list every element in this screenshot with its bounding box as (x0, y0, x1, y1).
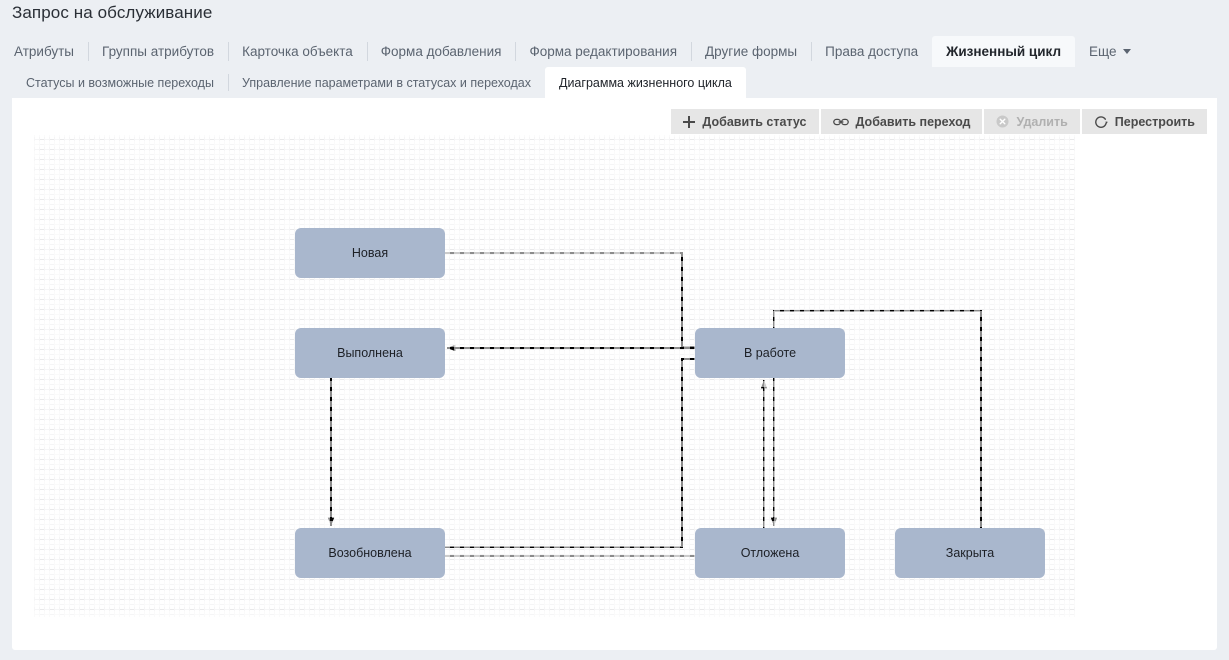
edge-resumed-to-inwork (445, 355, 714, 548)
tab-atributy[interactable]: Атрибуты (0, 36, 88, 67)
tab-more[interactable]: Еще (1075, 36, 1144, 67)
subtab-statusy-i-perehody[interactable]: Статусы и возможные переходы (12, 67, 228, 98)
diagram-node-inwork[interactable]: В работе (695, 328, 845, 378)
node-label: Отложена (740, 546, 800, 560)
page-title: Запрос на обслуживание (12, 3, 213, 22)
diagram-node-new[interactable]: Новая (295, 228, 445, 278)
subtab-label: Управление параметрами в статусах и пере… (241, 75, 531, 90)
node-label: Выполнена (337, 346, 403, 360)
tab-label: Группы атрибутов (102, 44, 215, 59)
tab-label: Карточка объекта (242, 44, 353, 59)
tab-forma-dobavleniya[interactable]: Форма добавления (366, 36, 516, 67)
add-status-button[interactable]: Добавить статус (671, 109, 821, 134)
link-icon (832, 116, 849, 128)
refresh-icon (1094, 115, 1108, 129)
node-label: Закрыта (945, 546, 995, 560)
secondary-tab-bar: Статусы и возможные переходы Управление … (12, 67, 1217, 98)
delete-button[interactable]: Удалить (984, 109, 1082, 134)
tab-prava-dostupa[interactable]: Права доступа (811, 36, 932, 67)
subtab-upravlenie-parametrami[interactable]: Управление параметрами в статусах и пере… (227, 67, 545, 98)
add-status-label: Добавить статус (702, 114, 807, 129)
tab-kartochka-obekta[interactable]: Карточка объекта (228, 36, 367, 67)
tab-drugie-formy[interactable]: Другие формы (691, 36, 811, 67)
tab-label: Форма редактирования (529, 44, 678, 59)
edge-new-to-inwork (445, 252, 714, 351)
delete-label: Удалить (1016, 114, 1068, 129)
diagram-toolbar: Добавить статус Добавить переход (671, 109, 1207, 134)
node-label: Новая (351, 246, 389, 260)
tab-gruppy-atributov[interactable]: Группы атрибутов (88, 36, 228, 67)
tab-zhiznennyy-tsikl[interactable]: Жизненный цикл (932, 36, 1076, 67)
subtab-label: Статусы и возможные переходы (26, 75, 214, 90)
diagram-node-postponed[interactable]: Отложена (695, 528, 845, 578)
add-transition-label: Добавить переход (855, 114, 971, 129)
tab-label: Атрибуты (14, 44, 75, 59)
tab-forma-redaktirovaniya[interactable]: Форма редактирования (515, 36, 691, 67)
lifecycle-diagram-canvas[interactable]: Новая Выполнена В работе Возобновлена От… (34, 135, 1075, 617)
tab-label: Права доступа (825, 44, 919, 59)
node-label: В работе (743, 346, 797, 360)
add-transition-button[interactable]: Добавить переход (820, 109, 985, 134)
diagram-node-resumed[interactable]: Возобновлена (295, 528, 445, 578)
tab-label: Другие формы (705, 44, 798, 59)
subtab-label: Диаграмма жизненного цикла (558, 75, 732, 90)
tab-label: Форма добавления (380, 44, 502, 59)
tab-label: Жизненный цикл (946, 44, 1062, 59)
primary-tab-bar: Атрибуты Группы атрибутов Карточка объек… (0, 36, 1229, 67)
delete-icon (996, 115, 1009, 128)
rebuild-label: Перестроить (1114, 114, 1195, 129)
content-card: Статусы и возможные переходы Управление … (12, 67, 1217, 650)
diagram-node-done[interactable]: Выполнена (295, 328, 445, 378)
plus-icon (683, 115, 696, 128)
rebuild-button[interactable]: Перестроить (1081, 109, 1207, 134)
chevron-down-icon (1122, 49, 1131, 54)
subtab-diagramma-zhiznennogo-tsikla[interactable]: Диаграмма жизненного цикла (544, 67, 746, 98)
diagram-node-closed[interactable]: Закрыта (895, 528, 1045, 578)
tab-label: Еще (1089, 44, 1117, 59)
node-label: Возобновлена (328, 546, 412, 560)
